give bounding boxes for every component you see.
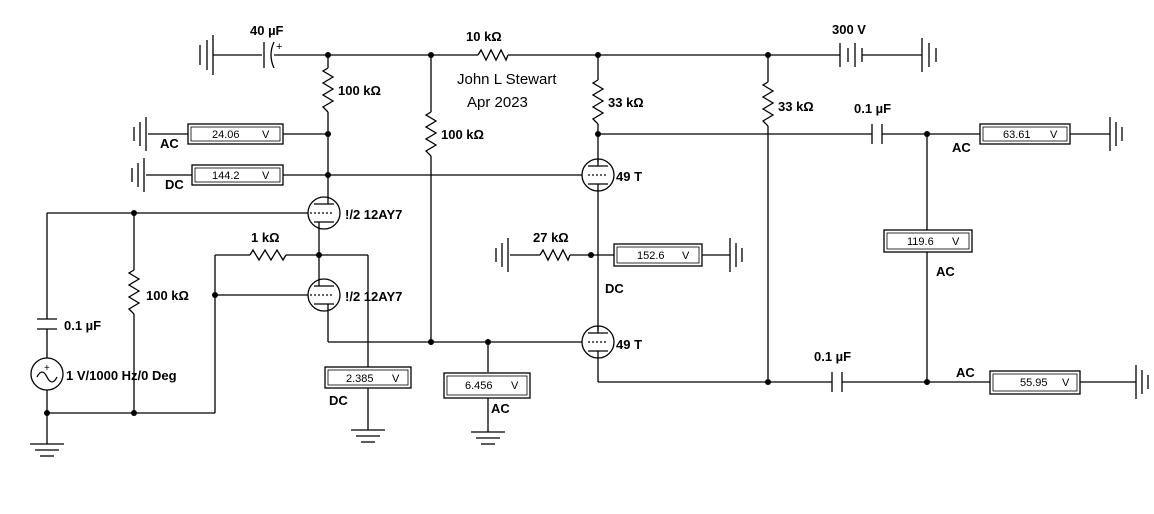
mode-label: DC	[329, 393, 348, 408]
ac-source: +	[30, 357, 64, 391]
meter-unit: V	[511, 380, 519, 392]
mode-label: AC	[160, 136, 179, 151]
title-block: John L Stewart Apr 2023	[457, 71, 557, 111]
mode-label: AC	[491, 401, 510, 416]
meter-value: 24.06	[212, 129, 240, 141]
capacitor-40uf: +	[263, 41, 282, 69]
mode-label: DC	[165, 177, 184, 192]
mode-label: DC	[605, 281, 624, 296]
label-triode2: !/2 12AY7	[345, 289, 402, 304]
label-r-cathode: 1 kΩ	[251, 230, 280, 245]
ground-icon	[131, 158, 145, 192]
svg-text:+: +	[276, 41, 282, 53]
svg-text:+: +	[44, 363, 50, 374]
meter-unit: V	[392, 373, 400, 385]
resistors	[127, 48, 775, 315]
resistor-33k-a	[591, 79, 605, 125]
date-text: Apr 2023	[467, 94, 528, 111]
meter-value: 2.385	[346, 373, 374, 385]
author-text: John L Stewart	[457, 71, 557, 88]
resistor-33k-b	[761, 81, 775, 127]
label-tube2: 49 T	[616, 337, 642, 352]
mode-label: AC	[936, 264, 955, 279]
label-r-top: 10 kΩ	[466, 29, 502, 44]
label-c-in: 0.1 µF	[64, 318, 101, 333]
ground-icon	[1109, 117, 1123, 151]
meter-value: 55.95	[1020, 377, 1048, 389]
meter-unit: V	[952, 236, 960, 248]
resistor-1k	[249, 248, 287, 262]
tube-49t-upper	[581, 158, 615, 192]
component-labels: 40 µF 10 kΩ 300 V 100 kΩ 100 kΩ 33 kΩ 33…	[64, 22, 891, 383]
capacitor-in	[37, 318, 57, 330]
resistor-100k-grid	[127, 269, 141, 315]
ground-icon	[471, 431, 505, 445]
resistor-100k-plate	[321, 67, 335, 113]
ground-icon	[921, 38, 937, 72]
meter-mode-labels: AC DC AC AC DC DC AC AC	[160, 136, 975, 416]
voltmeter-m6: 2.385 V	[324, 366, 412, 389]
ground-icon	[199, 35, 214, 75]
voltmeter-m2: 144.2 V	[191, 164, 284, 186]
meter-value: 152.6	[637, 250, 665, 262]
voltmeter-m8: 55.95 V	[989, 370, 1081, 395]
label-r-27k: 27 kΩ	[533, 230, 569, 245]
voltmeter-m7: 6.456 V	[443, 372, 531, 399]
voltmeter-m3: 63.61 V	[979, 123, 1071, 145]
mode-label: AC	[952, 140, 971, 155]
label-r-plate2: 33 kΩ	[608, 95, 644, 110]
mode-label: AC	[956, 365, 975, 380]
label-tube1: 49 T	[616, 169, 642, 184]
label-r-plate3: 33 kΩ	[778, 99, 814, 114]
wires	[46, 54, 1136, 444]
capacitor-out1	[871, 124, 883, 144]
meter-value: 144.2	[212, 170, 240, 182]
tube-49t-lower	[581, 325, 615, 359]
label-triode1: !/2 12AY7	[345, 207, 402, 222]
junction-dots	[44, 52, 930, 416]
ground-icon	[729, 238, 743, 272]
meter-unit: V	[682, 250, 690, 262]
label-c-out1: 0.1 µF	[854, 101, 891, 116]
ground-icon	[30, 443, 64, 457]
label-supply: 300 V	[832, 22, 866, 37]
meter-unit: V	[262, 129, 270, 141]
capacitor-out2	[831, 372, 843, 392]
meter-unit: V	[1050, 129, 1058, 141]
resistor-27k	[539, 248, 571, 262]
resistor-100k-mid	[424, 111, 438, 157]
label-r-plate1: 100 kΩ	[338, 83, 381, 98]
resistor-10k	[477, 48, 509, 62]
label-source: 1 V/1000 Hz/0 Deg	[66, 368, 177, 383]
triode-12ay7-upper	[306, 196, 341, 230]
ground-symbols	[30, 35, 1149, 457]
meter-unit: V	[262, 170, 270, 182]
voltmeter-m4: 119.6 V	[883, 229, 973, 253]
battery-300v	[839, 43, 863, 67]
label-r-mid: 100 kΩ	[441, 127, 484, 142]
meter-value: 6.456	[465, 380, 493, 392]
meter-value: 63.61	[1003, 129, 1031, 141]
ground-icon	[495, 238, 509, 272]
meter-value: 119.6	[907, 236, 934, 248]
meter-unit: V	[1062, 377, 1070, 389]
triode-12ay7-lower	[306, 278, 341, 312]
label-c-out2: 0.1 µF	[814, 349, 851, 364]
label-c-input: 40 µF	[250, 23, 284, 38]
voltmeter-m1: 24.06 V	[187, 123, 284, 145]
ground-icon	[1135, 365, 1149, 399]
voltmeter-m5: 152.6 V	[613, 243, 703, 267]
ground-icon	[133, 117, 147, 151]
label-r-grid: 100 kΩ	[146, 288, 189, 303]
ground-icon	[351, 429, 385, 443]
